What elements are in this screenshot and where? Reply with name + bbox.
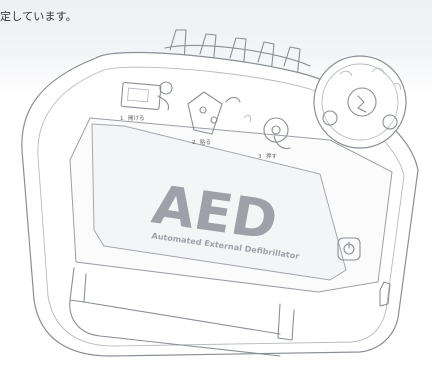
step-2-label: 貼る: [200, 138, 211, 146]
step-2-icon: [187, 91, 251, 135]
control-dial: [313, 55, 407, 149]
step-3-icon: [263, 117, 291, 150]
cover-panel: [91, 123, 347, 281]
carry-handle: [164, 29, 311, 79]
step-1-icon: [120, 81, 173, 111]
caption-text: 定しています。: [0, 10, 77, 23]
step-1-number: 1: [120, 116, 124, 122]
step-3-number: 3: [258, 154, 262, 160]
bottom-feet: [69, 267, 295, 357]
step-1-label: 開ける: [128, 115, 145, 122]
step-2-number: 2: [192, 140, 196, 146]
step-3-label: 押す: [266, 152, 278, 160]
power-button: [337, 237, 361, 261]
